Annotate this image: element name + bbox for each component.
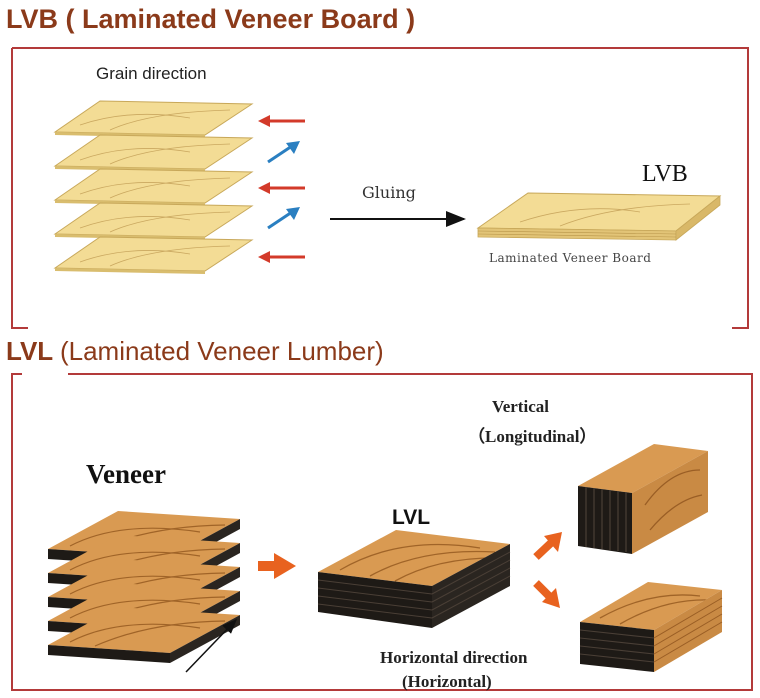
lvl-frame <box>11 373 753 691</box>
horizontal-sublabel: (Horizontal) <box>402 672 492 691</box>
lvl-heading-full: (Laminated Veneer Lumber) <box>59 336 384 366</box>
lvb-frame <box>11 47 749 329</box>
lvl-product-label: LVL <box>392 506 431 529</box>
grain-direction-arrow <box>185 618 238 673</box>
grain-arrow <box>267 141 300 164</box>
output-arrow-down <box>533 580 560 608</box>
veneer-sheet <box>53 202 254 240</box>
gluing-label: Gluing <box>362 183 416 202</box>
lvl-block <box>317 530 511 628</box>
veneer-sheet <box>53 134 254 172</box>
veneer-sheet <box>53 100 254 138</box>
lvb-product-caption: Laminated Veneer Board <box>489 251 652 265</box>
lvl-heading: LVL (Laminated Veneer Lumber) <box>6 336 384 367</box>
veneer-sheet <box>53 168 254 206</box>
lvb-product-label: LVB <box>642 161 688 187</box>
horizontal-block <box>579 582 723 672</box>
grain-arrow <box>258 115 305 127</box>
veneer-sheet <box>53 236 254 274</box>
vertical-sublabel: （Longitudinal） <box>468 427 597 446</box>
grain-arrow <box>258 251 305 263</box>
grain-arrow <box>267 207 300 230</box>
lvb-board <box>476 192 722 241</box>
vertical-block <box>578 444 708 554</box>
output-arrow-up <box>533 532 562 560</box>
grain-direction-label: Grain direction <box>96 64 207 83</box>
vertical-label: Vertical <box>492 397 549 416</box>
process-arrow <box>258 553 296 579</box>
horizontal-label: Horizontal direction <box>380 648 528 667</box>
grain-arrow <box>258 182 305 194</box>
veneer-sheet-stack <box>53 100 254 274</box>
veneer-label: Veneer <box>86 459 166 489</box>
lvb-heading: LVB ( Laminated Veneer Board ) <box>6 4 416 34</box>
veneer-layer-stack <box>48 511 240 663</box>
lvl-heading-abbr: LVL <box>6 336 53 366</box>
